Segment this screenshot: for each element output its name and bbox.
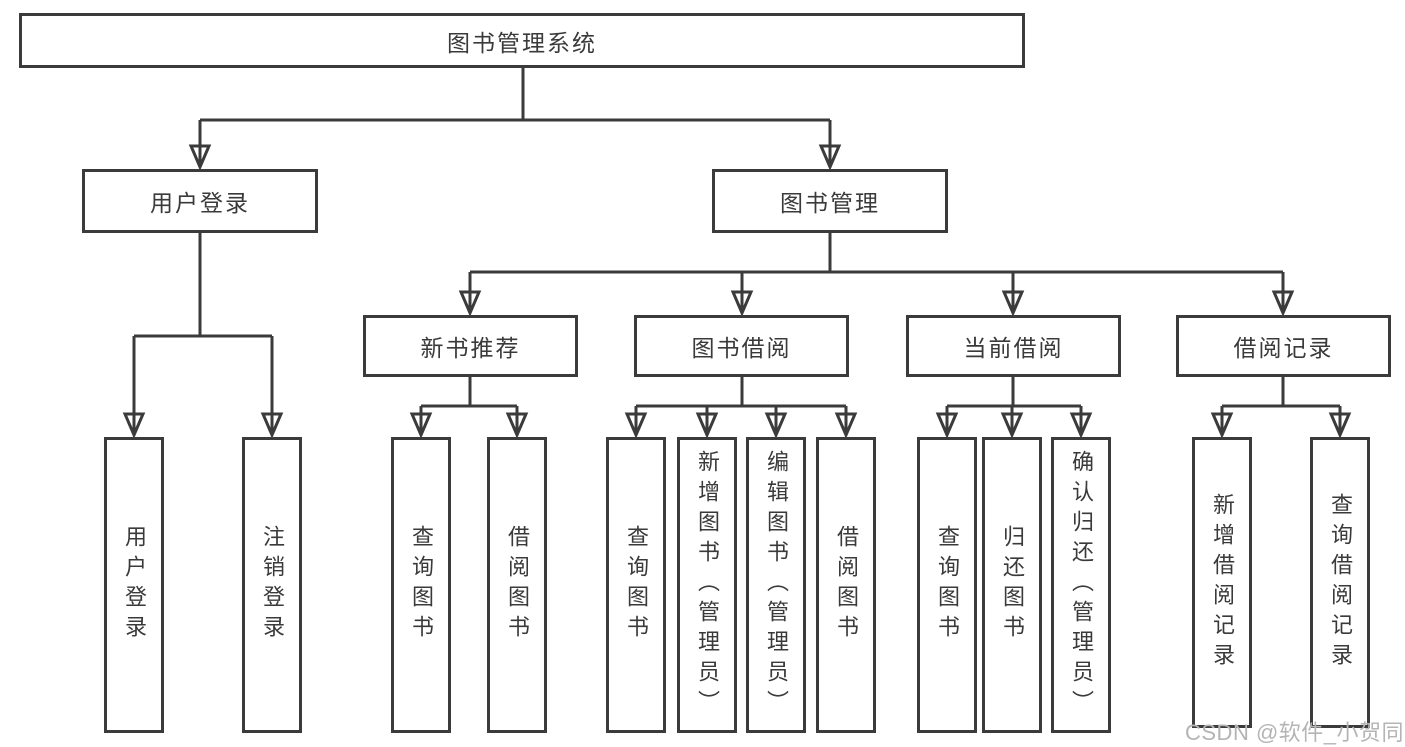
node-label: 新书推荐 — [420, 335, 521, 361]
leaf-borrow-books-borrowing: 借阅图书 — [816, 437, 876, 733]
node-label: 查询图书 — [624, 525, 649, 645]
node-label: 查询借阅记录 — [1328, 492, 1353, 673]
csdn-watermark: CSDN @软件_小贺同学 — [1185, 720, 1405, 745]
node-label: 新增借阅记录 — [1210, 492, 1235, 673]
node-book-management: 图书管理 — [712, 169, 948, 233]
node-label: 用户登录 — [122, 525, 147, 645]
node-current-borrowing: 当前借阅 — [906, 315, 1121, 377]
node-label: 归还图书 — [1000, 525, 1025, 645]
leaf-query-books-current: 查询图书 — [917, 437, 977, 733]
node-root: 图书管理系统 — [19, 13, 1025, 68]
node-label: 图书借阅 — [691, 335, 792, 361]
leaf-query-books-borrowing: 查询图书 — [606, 437, 666, 733]
node-user-login: 用户登录 — [82, 169, 318, 233]
node-label: 当前借阅 — [963, 335, 1064, 361]
node-label: 新增图书（管理员） — [695, 450, 720, 720]
leaf-return-books: 归还图书 — [982, 437, 1042, 733]
node-book-borrowing: 图书借阅 — [634, 315, 849, 377]
node-label: 查询图书 — [409, 525, 434, 645]
node-label: 注销登录 — [260, 525, 285, 645]
leaf-confirm-return-admin: 确认归还（管理员） — [1051, 437, 1111, 733]
leaf-query-borrow-record: 查询借阅记录 — [1310, 437, 1370, 728]
node-label: 借阅图书 — [834, 525, 859, 645]
node-label: 借阅记录 — [1233, 335, 1334, 361]
node-label: 图书管理 — [780, 190, 880, 216]
leaf-borrow-books-recommend: 借阅图书 — [487, 437, 547, 733]
leaf-query-books-recommend: 查询图书 — [391, 437, 451, 733]
leaf-user-login: 用户登录 — [104, 437, 164, 733]
node-label: 编辑图书（管理员） — [764, 450, 789, 720]
node-label: 借阅图书 — [505, 525, 530, 645]
leaf-edit-books-admin: 编辑图书（管理员） — [746, 437, 806, 733]
node-borrowing-records: 借阅记录 — [1176, 315, 1391, 377]
node-label: 图书管理系统 — [447, 29, 597, 56]
node-label: 查询图书 — [935, 525, 960, 645]
node-label: 用户登录 — [150, 190, 250, 216]
node-new-book-recommendation: 新书推荐 — [363, 315, 578, 377]
node-label: 确认归还（管理员） — [1069, 450, 1094, 720]
leaf-add-books-admin: 新增图书（管理员） — [677, 437, 737, 733]
leaf-add-borrow-record: 新增借阅记录 — [1192, 437, 1252, 728]
leaf-logout: 注销登录 — [242, 437, 302, 733]
